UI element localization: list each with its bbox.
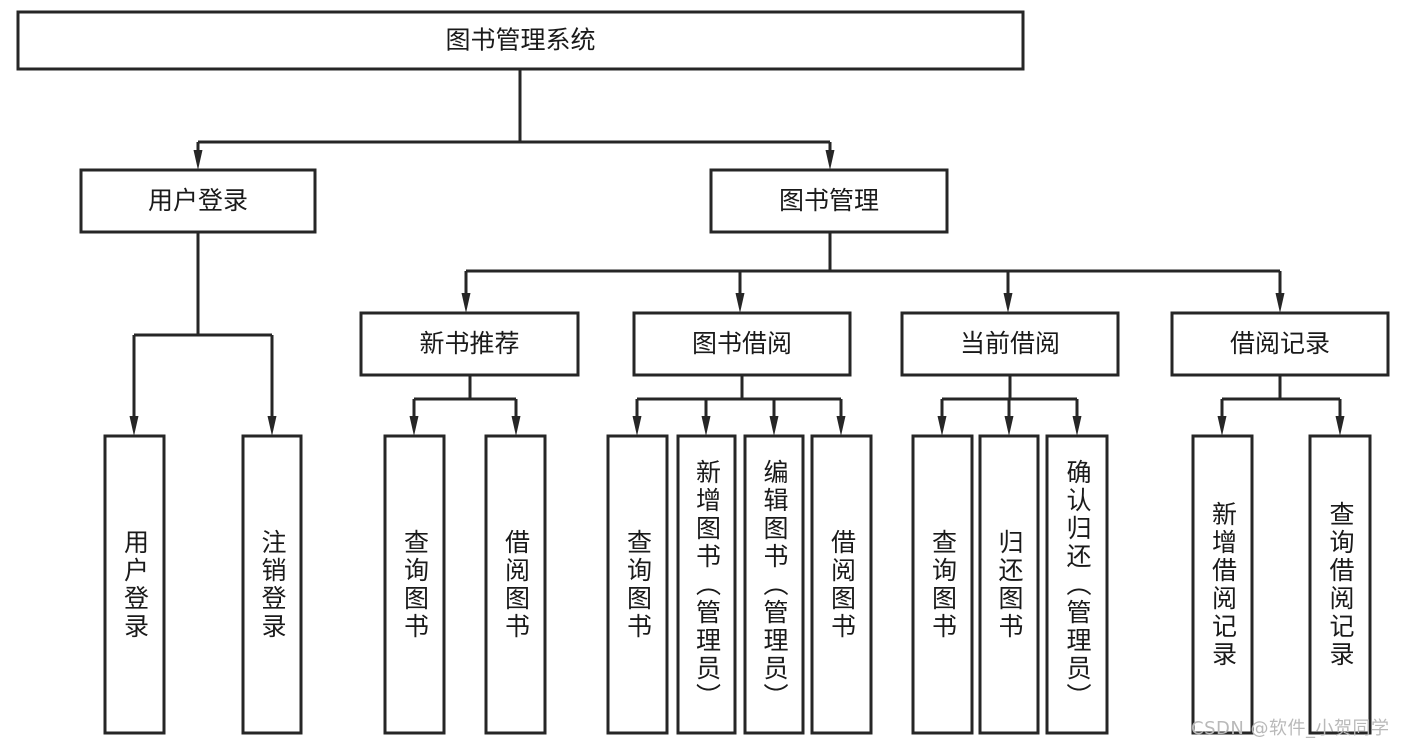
node-box-leaf-edit-book[interactable] [743, 434, 805, 735]
arrow-heads-group [129, 150, 1345, 436]
arrow-new-book-recommend-icon [461, 293, 471, 313]
node-box-book-borrow[interactable] [632, 311, 852, 377]
node-boxes-group [16, 10, 1390, 735]
node-box-borrow-record[interactable] [1170, 311, 1390, 377]
node-label-book-management: 图书管理 [779, 186, 879, 215]
arrow-leaf-query-book-current-icon [937, 416, 947, 436]
arrow-leaf-edit-book-icon [769, 416, 779, 436]
node-label-new-book-recommend: 新书推荐 [419, 329, 519, 358]
arrow-leaf-logout-login-icon [267, 416, 277, 436]
arrow-leaf-borrow-book-icon [836, 416, 846, 436]
arrow-leaf-borrow-book-recommend-icon [511, 416, 521, 436]
arrow-leaf-query-book-recommend-icon [409, 416, 419, 436]
node-box-user-login[interactable] [79, 168, 317, 234]
node-box-leaf-add-borrow-record[interactable] [1191, 434, 1254, 735]
arrow-leaf-return-book-icon [1004, 416, 1014, 436]
arrow-leaf-user-login-icon [129, 416, 139, 436]
connectors-group [132, 69, 1342, 417]
node-box-leaf-return-book[interactable] [978, 434, 1040, 735]
node-box-leaf-query-book-current[interactable] [911, 434, 974, 735]
arrow-leaf-query-book-borrow-icon [632, 416, 642, 436]
node-box-leaf-query-book-borrow[interactable] [606, 434, 669, 735]
arrow-borrow-record-icon [1275, 293, 1285, 313]
arrow-book-borrow-icon [735, 293, 745, 313]
node-box-leaf-query-borrow-record[interactable] [1308, 434, 1372, 735]
node-box-leaf-borrow-book-recommend[interactable] [484, 434, 547, 735]
arrow-user-login-icon [193, 150, 203, 170]
node-box-leaf-add-book[interactable] [676, 434, 737, 735]
node-label-current-borrow: 当前借阅 [960, 329, 1060, 358]
node-label-borrow-record: 借阅记录 [1230, 329, 1330, 358]
arrow-leaf-confirm-return-icon [1072, 416, 1082, 436]
node-label-book-borrow: 图书借阅 [692, 329, 792, 358]
node-label-user-login: 用户登录 [148, 186, 248, 215]
node-box-leaf-logout-login[interactable] [241, 434, 303, 735]
node-box-current-borrow[interactable] [900, 311, 1120, 377]
arrow-leaf-add-borrow-record-icon [1217, 416, 1227, 436]
arrow-leaf-add-book-icon [701, 416, 711, 436]
node-box-leaf-user-login[interactable] [103, 434, 166, 735]
node-box-leaf-confirm-return[interactable] [1045, 434, 1109, 735]
node-box-new-book-recommend[interactable] [359, 311, 580, 377]
arrow-book-management-icon [825, 150, 835, 170]
node-box-book-management[interactable] [709, 168, 949, 234]
arrow-leaf-query-borrow-record-icon [1335, 416, 1345, 436]
arrow-current-borrow-icon [1003, 293, 1013, 313]
node-box-leaf-borrow-book[interactable] [810, 434, 873, 735]
csdn-watermark: CSDN @软件_小贺同学 [1191, 718, 1390, 739]
node-box-root[interactable] [16, 10, 1025, 71]
node-label-root: 图书管理系统 [445, 26, 595, 55]
node-box-leaf-query-book-recommend[interactable] [383, 434, 446, 735]
